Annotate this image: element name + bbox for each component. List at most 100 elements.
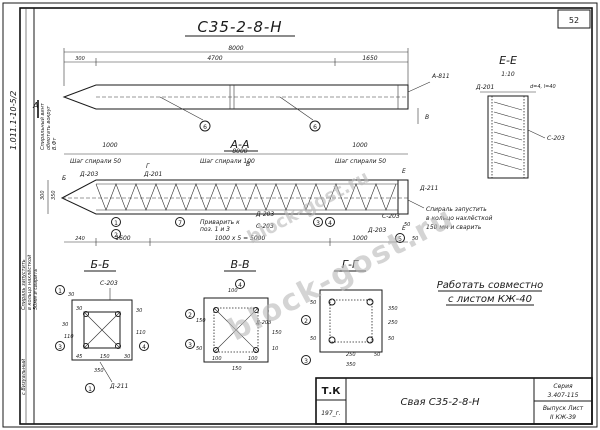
section-ee-hatch-3 [493, 121, 523, 131]
remark-line2: с листом КЖ-40 [448, 294, 532, 305]
section-bb-dim-10: 30 [124, 354, 130, 360]
section-vv-callout-3-circle [235, 279, 245, 289]
section-bb-dim-5: 110 [136, 330, 146, 336]
side-note-bottom: Спираль запустить в кольцо нахлёсткой 50… [21, 254, 39, 395]
section-bb-bar-2 [115, 311, 121, 317]
section-bb-dim-9: 45 [76, 354, 82, 360]
main-view-label-d203b: Д-203 [255, 211, 274, 218]
sheet-number: 52 [569, 16, 579, 25]
main-view-marker-e: Е [402, 168, 406, 175]
main-view-spiral-left: Шаг спирали 50 [70, 158, 121, 165]
section-gg: Г-Г 350 250 50 50 50 350 250 50 2 3 [301, 258, 398, 368]
main-view-callout-7: 7 [178, 220, 182, 227]
section-ee-label-top: Д-201 [475, 84, 494, 91]
section-ee-hatch [493, 101, 523, 171]
main-view-dim-right: 1000 [352, 142, 367, 149]
view-aa-callout-a-circle [199, 120, 211, 132]
section-vv-dim-5: 100 [248, 356, 258, 362]
section-gg-dim-2: 250 [388, 320, 398, 326]
section-vv-diag-2 [213, 307, 259, 353]
section-bb-callout-4: 1 [88, 386, 92, 393]
main-view-spiral-right: Шаг спирали 50 [335, 158, 386, 165]
view-aa-total-dim: 8000 [228, 45, 243, 52]
section-bb-core [83, 311, 121, 349]
section-bb-callout-1: 1 [58, 288, 62, 295]
inner-frame [19, 7, 593, 425]
remark-line1: Работать совместно [437, 279, 543, 291]
sheet-number-box [557, 9, 591, 29]
title-block-series-label: Серия [553, 383, 573, 390]
view-aa-callout-a: 6 [203, 124, 207, 131]
main-view-note-l2: поз. 1 и 3 [200, 226, 230, 233]
section-bb-callout-3-circle [139, 341, 149, 351]
section-vv-callout-1: 2 [188, 312, 192, 319]
view-aa-label-a: А-811 [431, 73, 450, 80]
section-vv-core [213, 307, 259, 353]
section-ee-leader-right [527, 129, 546, 139]
main-view: 8000 1000 1000 Шаг спирали 50 Шаг спирал… [40, 142, 438, 246]
section-gg-outline [319, 289, 383, 353]
title-block-stamp: Т.К [322, 386, 342, 397]
section-vv-bar-2 [253, 307, 259, 313]
view-aa-leader-b [279, 96, 314, 121]
main-view-dim-bottom-6: 50 [412, 236, 418, 242]
section-vv-label-d: Д-203 [255, 320, 271, 326]
view-aa-dim-left: 300 [75, 56, 85, 62]
main-view-callout-2-circle [111, 229, 121, 239]
side-note-bottom-line2: в кольцо нахлёсткой [27, 254, 33, 310]
section-vv-dim-3: 150 [272, 330, 282, 336]
section-vv-dim-6: 150 [232, 366, 242, 372]
section-gg-title: Г-Г [342, 258, 359, 271]
side-reference: 1.011.1-10-5/2 [9, 91, 18, 150]
section-bb-dim-6: 30 [136, 308, 142, 314]
section-bb-callout-4-circle [85, 383, 95, 393]
side-note-bottom-line4: с Визуальный [21, 358, 27, 395]
section-gg-dim-4: 50 [310, 300, 316, 306]
section-bb-callout-1-circle [55, 285, 65, 295]
section-vv-callout-1-circle [185, 309, 195, 319]
main-view-marker-b: Б [62, 175, 66, 182]
note-spiral-line1: Спираль запустить [426, 206, 487, 213]
side-note-bottom-line1: Спираль запустить [21, 259, 27, 310]
section-vv-callout-3: 4 [238, 282, 242, 289]
section-gg-dim-1: 350 [388, 306, 398, 312]
view-aa-leader-label [407, 81, 431, 93]
main-view-label-d203c: Д-203 [367, 227, 386, 234]
side-note-left: Спиральный винт обмотать вокруг В.Фт [40, 102, 58, 150]
section-gg-bar-2 [366, 298, 374, 306]
main-view-label-s203: С-203 [382, 213, 400, 220]
main-view-callout-5-circle [395, 233, 405, 243]
section-vv-dim-4: 100 [212, 356, 222, 362]
section-vv-callout-2-circle [185, 339, 195, 349]
section-ee-hatch-1 [493, 101, 523, 111]
note-spiral: Спираль запустить в кольцо нахлёсткой 15… [407, 199, 493, 231]
section-bb-label-s203: С-203 [100, 280, 118, 287]
section-bb-leader-d211 [99, 361, 113, 383]
section-vv-callout-2: 3 [188, 342, 192, 349]
section-bb-outline [71, 299, 133, 361]
main-view-dim-bottom-1: 240 [75, 236, 85, 242]
note-spiral-line3: 150 мм и сварить [426, 224, 482, 231]
section-bb-bar-4 [115, 343, 121, 349]
view-aa: 8000 300 4700 1650 6 6 А-811 В А-А [62, 45, 450, 152]
main-view-dim-left: 1000 [102, 142, 117, 149]
section-gg-dim-3: 50 [388, 336, 394, 342]
main-view-spiral [95, 183, 397, 211]
section-bb-dim-2: 30 [76, 306, 82, 312]
section-vv-dim-2: 150 [196, 318, 206, 324]
title-block-date: 197_г. [321, 410, 341, 417]
section-marker-a-label: А [32, 101, 38, 110]
main-view-callout-1-circle [111, 217, 121, 227]
main-view-marker-g: Г [146, 163, 150, 170]
section-vv-dim-8: 10 [272, 346, 278, 352]
main-view-dim-height: 300 [40, 190, 46, 200]
main-view-dim-bottom-4: 1000 [352, 235, 367, 242]
main-view-callout-4-circle [325, 217, 335, 227]
section-bb: Б-Б С-203 Д-211 30 30 30 110 110 30 350 … [55, 258, 149, 393]
section-ee-hatch-4 [493, 131, 523, 141]
side-note-left-line1: Спиральный винт [40, 102, 46, 150]
title-block-issue-values: II КЖ-39 [550, 414, 576, 421]
section-ee: Е-Е 1:10 Д-201 d=4, l=40 С-203 [475, 54, 565, 179]
section-vv-dim-1: 100 [228, 288, 238, 294]
